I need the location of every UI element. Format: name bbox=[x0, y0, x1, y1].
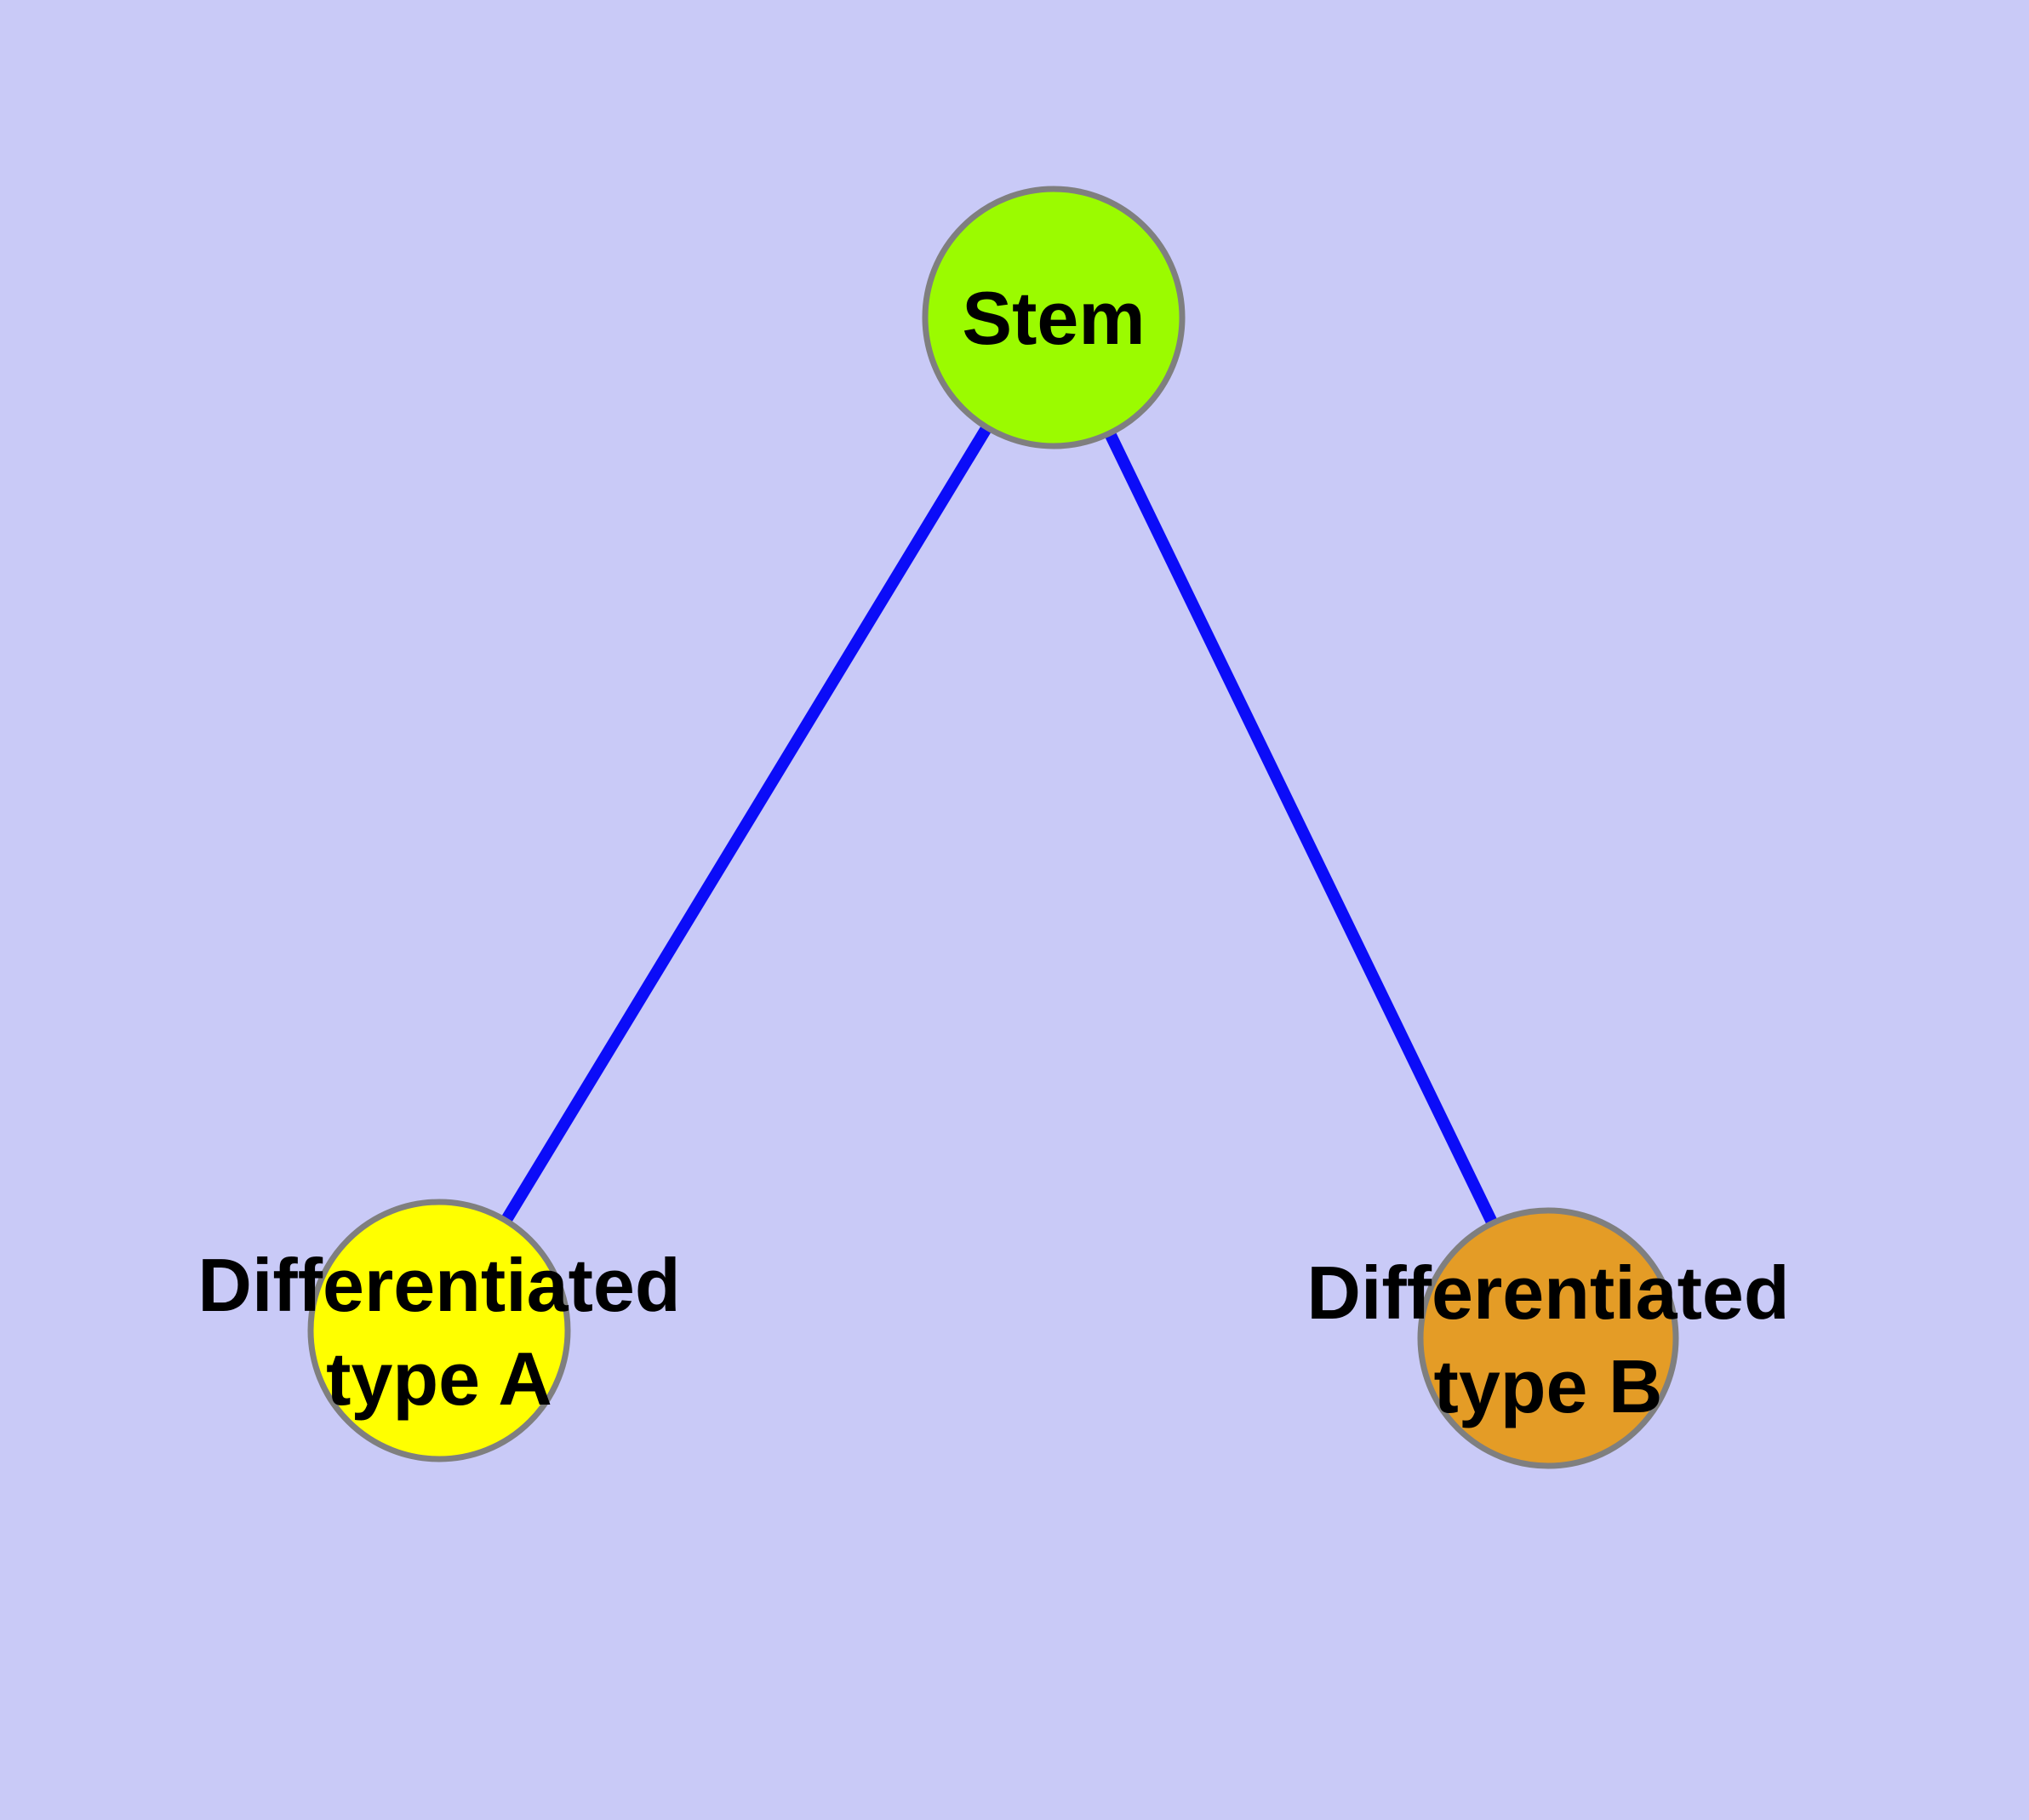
edge-stem-to-type-a bbox=[434, 314, 1059, 1334]
node-stem bbox=[922, 186, 1186, 449]
node-differentiated-type-a bbox=[307, 1199, 571, 1462]
node-differentiated-type-b bbox=[1417, 1207, 1679, 1469]
node-type-a-label-line2: type A bbox=[326, 1336, 552, 1421]
edge-stem-to-type-b bbox=[1048, 314, 1554, 1342]
node-type-a-label-line1: Differentiated bbox=[197, 1243, 680, 1327]
node-type-b-label-line2: type B bbox=[1434, 1344, 1663, 1428]
node-stem-label: Stem bbox=[962, 276, 1145, 360]
node-type-b-label-line1: Differentiated bbox=[1306, 1251, 1789, 1335]
